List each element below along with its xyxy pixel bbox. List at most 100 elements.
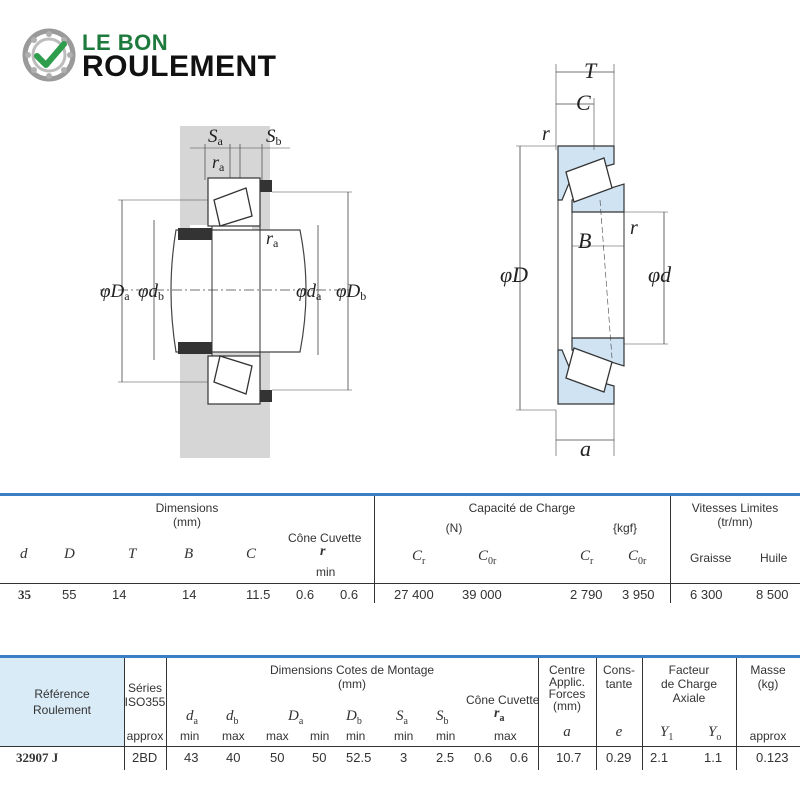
bearing-drawings: Sa Sb ra ra φDa φdb φda φDb [100,60,672,461]
row-a: 10.7 [556,750,582,765]
header-reference-2: Roulement [32,703,92,717]
header-Sb: S [436,708,444,724]
row-Y1: 2.1 [650,750,669,765]
reference-header-bg [0,658,124,746]
header-C0r-sub: 0r [488,556,497,567]
header-factor-3: Axiale [672,691,706,705]
header-Sa: S [396,708,404,724]
header-ra-sub: a [499,712,505,724]
header-D: D [64,546,75,562]
label-D: φD [500,262,528,287]
row-Db-min: 52.5 [346,750,372,765]
row-r-cone: 0.6 [296,587,315,602]
header-center-1: Centre [548,663,586,677]
header-C0r-kgf-sub: 0r [638,556,647,567]
header-Da-min: min [310,729,330,743]
header-Y1-sub: 1 [668,732,674,743]
row-r-cup: 0.6 [340,587,359,602]
row-reference: 32907 J [16,750,59,765]
dimensions-table: Dimensions (mm) Capacité de Charge (N) {… [0,493,800,603]
row-C: 11.5 [246,587,271,602]
header-Da-max: max [266,729,289,743]
header-mount-unit: (mm) [338,677,366,691]
svg-text:φdb: φdb [138,281,164,303]
row-Da-min: 50 [312,750,327,765]
row-C0r-N: 39 000 [462,587,502,602]
header-Sb-min: min [436,729,456,743]
row-ra-cup: 0.6 [510,750,529,765]
label-Db: φD [336,281,361,302]
row-oil: 8 500 [756,587,789,602]
row-db-max: 40 [226,750,241,765]
header-Db: D [346,708,357,724]
header-Sa-min: min [394,729,414,743]
row-Sb-min: 2.5 [436,750,455,765]
header-series-1: Séries [127,681,162,695]
svg-text:φDa: φDa [100,281,130,303]
group-speed-unit: (tr/mn) [717,515,753,529]
row-Da-max: 50 [270,750,285,765]
header-ra: r [494,706,500,721]
header-center-2: Applic. [548,675,586,689]
table1-top-rule [0,493,800,496]
header-Da: D [288,708,299,724]
svg-text:Sb: Sb [266,126,282,148]
label-da-sub: a [316,289,322,303]
header-Sb-sub: b [443,716,449,727]
header-mass-2: (kg) [757,677,779,691]
group-dimensions-unit: (mm) [173,515,201,529]
header-cone-cuvette: Cône Cuvette [288,531,362,545]
header-center-4: (mm) [553,699,581,713]
brand-logo: LE BON ROULEMENT [22,26,312,86]
group-capacity-kgf: {kgf} [612,521,638,535]
bearing-check-logo-icon [22,28,76,82]
mounting-table: Référence Roulement Séries ISO355 approx… [0,655,800,770]
header-Y0-sub: o [716,732,722,743]
header-a: a [563,724,571,740]
header-d: d [20,546,28,562]
group-capacity-n: (N) [445,521,463,535]
label-ra-mid-sub: a [273,236,279,250]
brand-line-2: ROULEMENT [82,50,277,83]
header-r: r [320,544,326,559]
label-r-top: r [542,123,550,145]
label-sb: S [266,126,276,147]
header-C0r: C [478,548,489,564]
mounting-drawing: Sa Sb ra ra φDa φdb φda φDb [100,126,366,458]
svg-text:Sa: Sa [208,126,224,148]
row-D: 55 [62,587,77,602]
header-Cr-kgf-sub: r [590,556,594,567]
header-mass-1: Masse [750,663,786,677]
svg-text:φda: φda [296,281,322,303]
svg-text:φDb: φDb [336,281,366,303]
label-ra-mid: r [266,228,274,248]
header-mount: Dimensions Cotes de Montage [269,663,435,677]
header-const-1: Cons- [602,663,635,677]
header-Cr-kgf: C [580,548,591,564]
label-a: a [580,436,591,461]
header-Cr-sub: r [422,556,426,567]
row-series: 2BD [132,750,158,765]
header-Sa-sub: a [403,716,408,727]
header-Db-sub: b [356,716,362,727]
label-T: T [584,60,598,83]
header-db-max: max [222,729,245,743]
header-da: d [186,708,194,724]
label-sa: S [208,126,218,147]
label-Da-sub: a [124,289,130,303]
header-B: B [184,546,194,562]
row-e: 0.29 [606,750,632,765]
header-da-min: min [180,729,200,743]
header-factor-1: Facteur [668,663,710,677]
header-Db-min: min [346,729,366,743]
row-Y0: 1.1 [704,750,723,765]
header-Da-sub: a [298,716,304,727]
row-da-min: 43 [184,750,199,765]
label-r-right: r [630,217,638,239]
header-mass-3: approx [749,729,787,743]
label-sb-sub: b [276,134,282,148]
label-Da: φD [100,281,125,302]
row-mass: 0.123 [756,750,789,765]
row-grease: 6 300 [690,587,723,602]
label-d: φd [648,262,672,287]
